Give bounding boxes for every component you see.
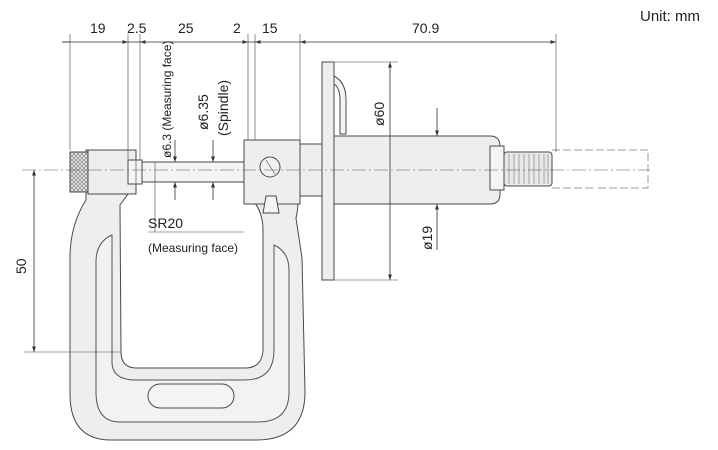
unit-label: Unit: mm — [640, 8, 700, 25]
flange-sleeve-dimensions — [334, 61, 439, 281]
height-dimension — [24, 170, 121, 353]
dim-70-9: 70.9 — [412, 20, 439, 36]
dia-flange-label: ø60 — [371, 102, 387, 126]
spindle-lock — [259, 156, 281, 178]
spindle — [141, 161, 249, 183]
dial-flange — [299, 61, 347, 281]
sr-measuring-face-label: (Measuring face) — [148, 241, 238, 255]
dia-measuring-face-label: ø6.3 (Measuring face) — [160, 41, 174, 158]
ratchet-knob — [503, 151, 553, 187]
dim-25: 25 — [178, 20, 194, 36]
anvil-knurl — [69, 151, 89, 193]
dia-sleeve-label: ø19 — [419, 226, 435, 250]
dim-15: 15 — [262, 20, 278, 36]
dim-2-5: 2.5 — [127, 20, 147, 36]
dia-spindle-label: ø6.35 — [195, 94, 211, 130]
top-dimensions — [62, 34, 557, 160]
dim-19: 19 — [90, 20, 106, 36]
dim-2: 2 — [233, 20, 241, 36]
frame-nameplate — [147, 383, 235, 409]
dim-50: 50 — [13, 258, 29, 274]
spindle-housing — [243, 139, 301, 214]
sleeve-thimble — [333, 135, 649, 205]
spindle-dimension-markers — [154, 140, 215, 205]
anvil-assembly — [69, 149, 143, 195]
sr-value: SR20 — [148, 215, 183, 231]
spindle-label: (Spindle) — [215, 80, 231, 136]
